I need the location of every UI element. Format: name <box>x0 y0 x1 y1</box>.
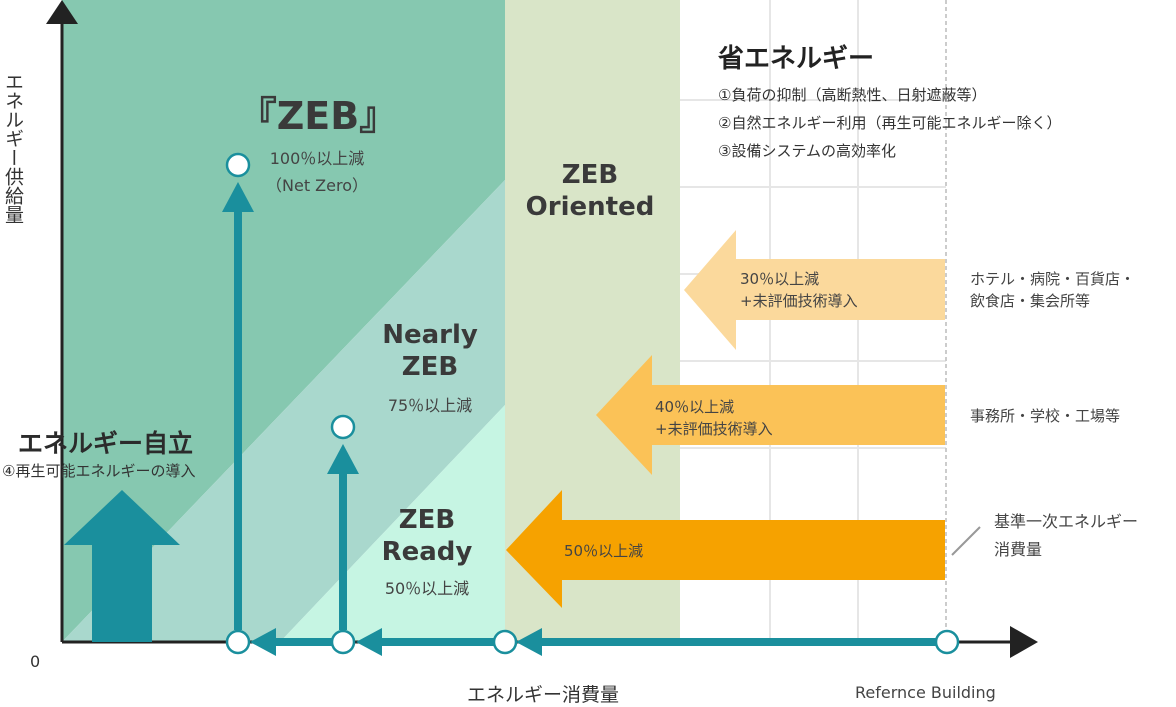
y-axis-label: エネルギー供給量 <box>2 72 24 224</box>
zeb-ready-title-1: ZEB <box>398 505 456 535</box>
reduction-arrow-40 <box>596 355 945 475</box>
nodes <box>225 152 960 655</box>
zeb-note: （Net Zero） <box>266 176 368 195</box>
origin-label: 0 <box>30 652 41 671</box>
arrow-40-line1: 40％以上減 <box>655 398 735 416</box>
arrow-40-line2: +未評価技術導入 <box>655 420 773 438</box>
targets-40-line1: 事務所・学校・工場等 <box>970 407 1121 425</box>
y-axis-arrowhead <box>46 0 78 24</box>
reference-callout-line2: 消費量 <box>994 540 1043 559</box>
targets-30-line2: 飲食店・集会所等 <box>970 292 1091 310</box>
zeb-ready-reduction: 50％以上減 <box>384 579 470 598</box>
nearly-zeb-title-1: Nearly <box>382 320 478 350</box>
nearly-zeb-zone <box>62 180 505 642</box>
zeb-oriented-title-2: Oriented <box>525 192 655 222</box>
energy-independence-title: エネルギー自立 <box>18 429 194 458</box>
energy-saving-item-3: ③設備システムの高効率化 <box>718 142 896 160</box>
zeb-ready-zone <box>280 405 505 642</box>
supply-arrows <box>222 182 359 630</box>
energy-saving-title: 省エネルギー <box>718 44 875 74</box>
targets-30-line1: ホテル・病院・百貨店・ <box>970 270 1136 288</box>
arrow-30-line2: +未評価技術導入 <box>740 292 858 310</box>
zeb-oriented-title-1: ZEB <box>561 160 619 190</box>
consumption-arrows <box>250 628 936 656</box>
reference-callout-line1: 基準一次エネルギー <box>994 512 1139 531</box>
zeb-ready-title-2: Ready <box>381 537 473 567</box>
x-axis-arrowhead <box>1010 626 1038 658</box>
energy-saving-item-2: ②自然エネルギー利用（再生可能エネルギー除く） <box>718 114 1062 132</box>
reduction-arrow-30 <box>684 230 945 350</box>
reduction-arrow-50 <box>506 490 945 608</box>
arrow-30-line1: 30％以上減 <box>740 270 820 288</box>
energy-independence-item: ④再生可能エネルギーの導入 <box>2 462 196 480</box>
zeb-zone <box>62 0 505 642</box>
nearly-zeb-title-2: ZEB <box>401 352 459 382</box>
energy-independence-arrow <box>64 490 180 642</box>
arrow-50-line1: 50％以上減 <box>564 542 644 560</box>
energy-saving-item-1: ①負荷の抑制（高断熱性、日射遮蔽等） <box>718 86 987 104</box>
reference-building-label: Refernce Building <box>855 683 996 702</box>
x-axis-label: エネルギー消費量 <box>467 684 620 706</box>
reference-callout-line <box>951 526 981 556</box>
nearly-zeb-reduction: 75％以上減 <box>387 396 473 415</box>
zeb-title: 『ZEB』 <box>238 94 398 138</box>
zeb-reduction: 100％以上減 <box>269 149 365 168</box>
